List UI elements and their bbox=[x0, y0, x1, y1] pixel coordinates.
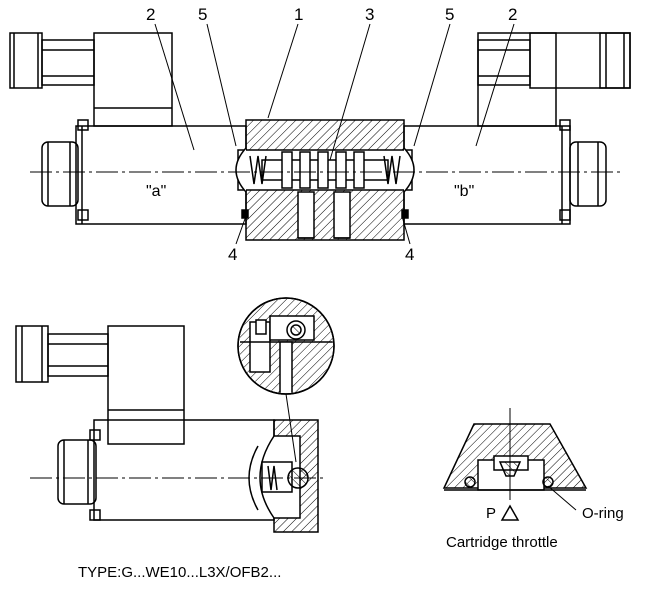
right-connector-plug bbox=[477, 32, 631, 127]
solenoid-a-label: "a" bbox=[146, 183, 167, 200]
callout-2-right: 2 bbox=[508, 5, 518, 24]
callout-5-left: 5 bbox=[198, 5, 208, 24]
callout-1: 1 bbox=[294, 5, 304, 24]
callout-3: 3 bbox=[365, 5, 375, 24]
callout-4-right: 4 bbox=[405, 245, 415, 264]
left-connector-plug bbox=[9, 32, 173, 127]
main-valve-section bbox=[9, 23, 631, 245]
throttle-caption: Cartridge throttle bbox=[446, 534, 558, 551]
oring-label: O-ring bbox=[582, 505, 624, 522]
cartridge-throttle-detail bbox=[442, 408, 588, 521]
type-code: TYPE:G...WE10...L3X/OFB2... bbox=[78, 564, 282, 581]
valve-body bbox=[235, 119, 415, 241]
callout-4-left: 4 bbox=[228, 245, 238, 264]
callout-5-right: 5 bbox=[445, 5, 455, 24]
port-p-label: P bbox=[486, 505, 497, 522]
solenoid-b-label: "b" bbox=[454, 183, 475, 200]
magnified-detail bbox=[237, 297, 335, 395]
callout-2-left: 2 bbox=[146, 5, 156, 24]
single-solenoid-view bbox=[15, 297, 335, 533]
